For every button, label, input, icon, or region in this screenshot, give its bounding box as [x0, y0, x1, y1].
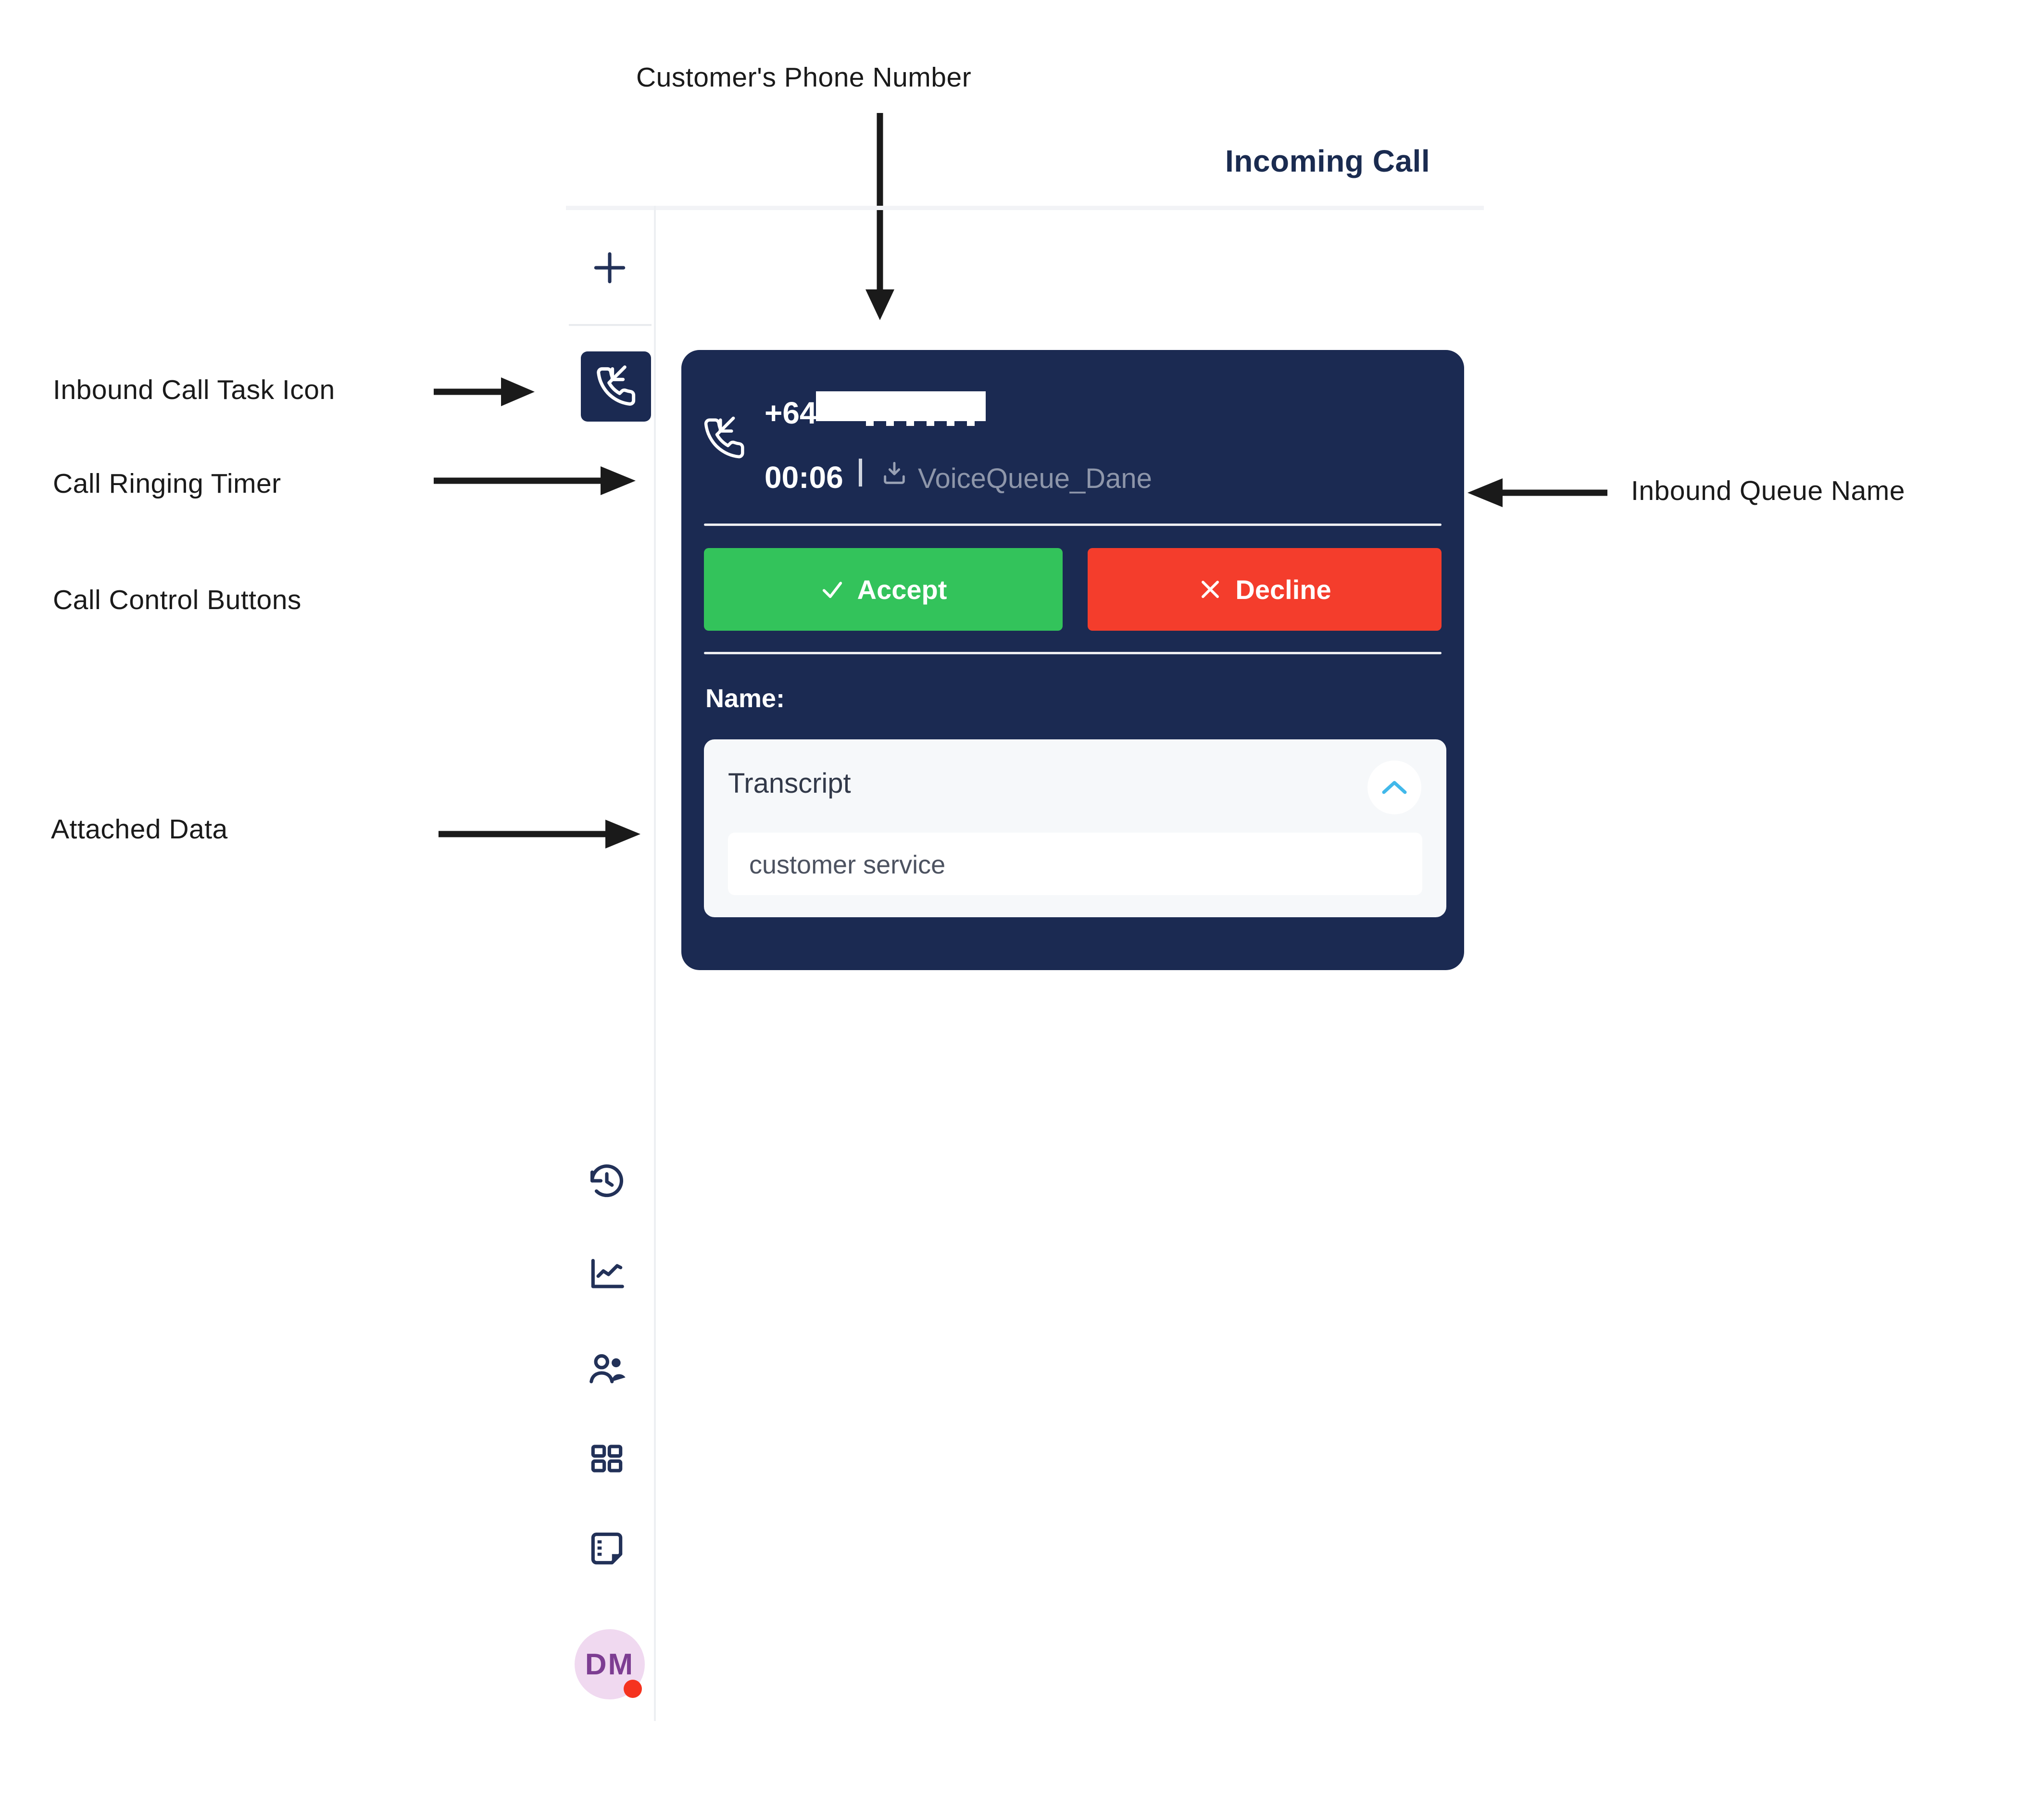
decline-button-label: Decline — [1235, 574, 1331, 605]
attached-data-value-box: customer service — [728, 833, 1422, 895]
plus-icon — [594, 252, 626, 284]
annotation-customer-phone-number: Customer's Phone Number — [636, 62, 972, 93]
accept-button[interactable]: Accept — [704, 548, 1063, 631]
arrow-left-inbound-queue — [1467, 478, 1607, 507]
annotation-call-control-buttons: Call Control Buttons — [53, 585, 301, 615]
line-chart-icon — [591, 1259, 624, 1288]
arrow-right-ringing-timer — [434, 466, 636, 495]
arrow-down-phone-number — [865, 113, 894, 320]
phone-number-redaction — [816, 391, 986, 421]
chevron-up-icon — [1382, 781, 1407, 794]
queue-icon — [884, 462, 905, 484]
sidebar-separator — [569, 324, 652, 326]
card-separator-bottom — [704, 652, 1442, 654]
page-title: Incoming Call — [1225, 144, 1430, 178]
redacted-digit-marks — [866, 421, 991, 426]
notes-icon — [591, 1532, 623, 1565]
close-icon — [1202, 581, 1219, 598]
grid-icon — [591, 1445, 623, 1472]
call-ringing-timer: 00:06 — [765, 460, 843, 495]
sidebar-item-notes[interactable] — [586, 1528, 627, 1570]
card-separator-top — [704, 524, 1442, 526]
sidebar-item-apps[interactable] — [586, 1438, 627, 1479]
arrow-right-attached-data — [439, 820, 640, 848]
incoming-call-icon — [704, 416, 744, 459]
timer-queue-divider — [859, 459, 862, 487]
history-icon — [590, 1164, 624, 1198]
annotation-inbound-call-task-icon: Inbound Call Task Icon — [53, 374, 335, 405]
check-icon — [822, 582, 842, 598]
accept-button-label: Accept — [857, 574, 947, 605]
annotation-attached-data: Attached Data — [51, 814, 228, 845]
sidebar-item-history[interactable] — [586, 1161, 627, 1202]
presence-status-dot — [624, 1680, 642, 1698]
sidebar-item-reports[interactable] — [586, 1254, 627, 1295]
annotation-inbound-queue-name: Inbound Queue Name — [1631, 475, 1905, 506]
customer-phone-number: +64 — [765, 396, 817, 430]
incoming-call-card: +64 00:06 VoiceQueue_Dane Accept Decline… — [681, 350, 1464, 970]
sidebar-divider — [654, 206, 656, 1721]
inbound-queue-name: VoiceQueue_Dane — [918, 463, 1152, 494]
attached-data-panel: Transcript customer service — [704, 739, 1446, 917]
sidebar-item-inbound-call-task[interactable] — [581, 351, 651, 422]
collapse-toggle[interactable] — [1367, 761, 1421, 814]
phone-incoming-icon — [597, 365, 636, 406]
add-task-button[interactable] — [589, 247, 630, 288]
annotation-call-ringing-timer: Call Ringing Timer — [53, 468, 281, 499]
name-label: Name: — [705, 684, 785, 713]
arrow-right-task-icon — [434, 377, 535, 406]
attached-data-value: customer service — [749, 850, 946, 879]
sidebar-item-agents[interactable] — [586, 1348, 627, 1389]
decline-button[interactable]: Decline — [1088, 548, 1442, 631]
attached-data-title: Transcript — [728, 768, 851, 799]
avatar-initials: DM — [585, 1647, 635, 1681]
agents-icon — [589, 1354, 626, 1384]
header-divider — [566, 206, 1484, 210]
